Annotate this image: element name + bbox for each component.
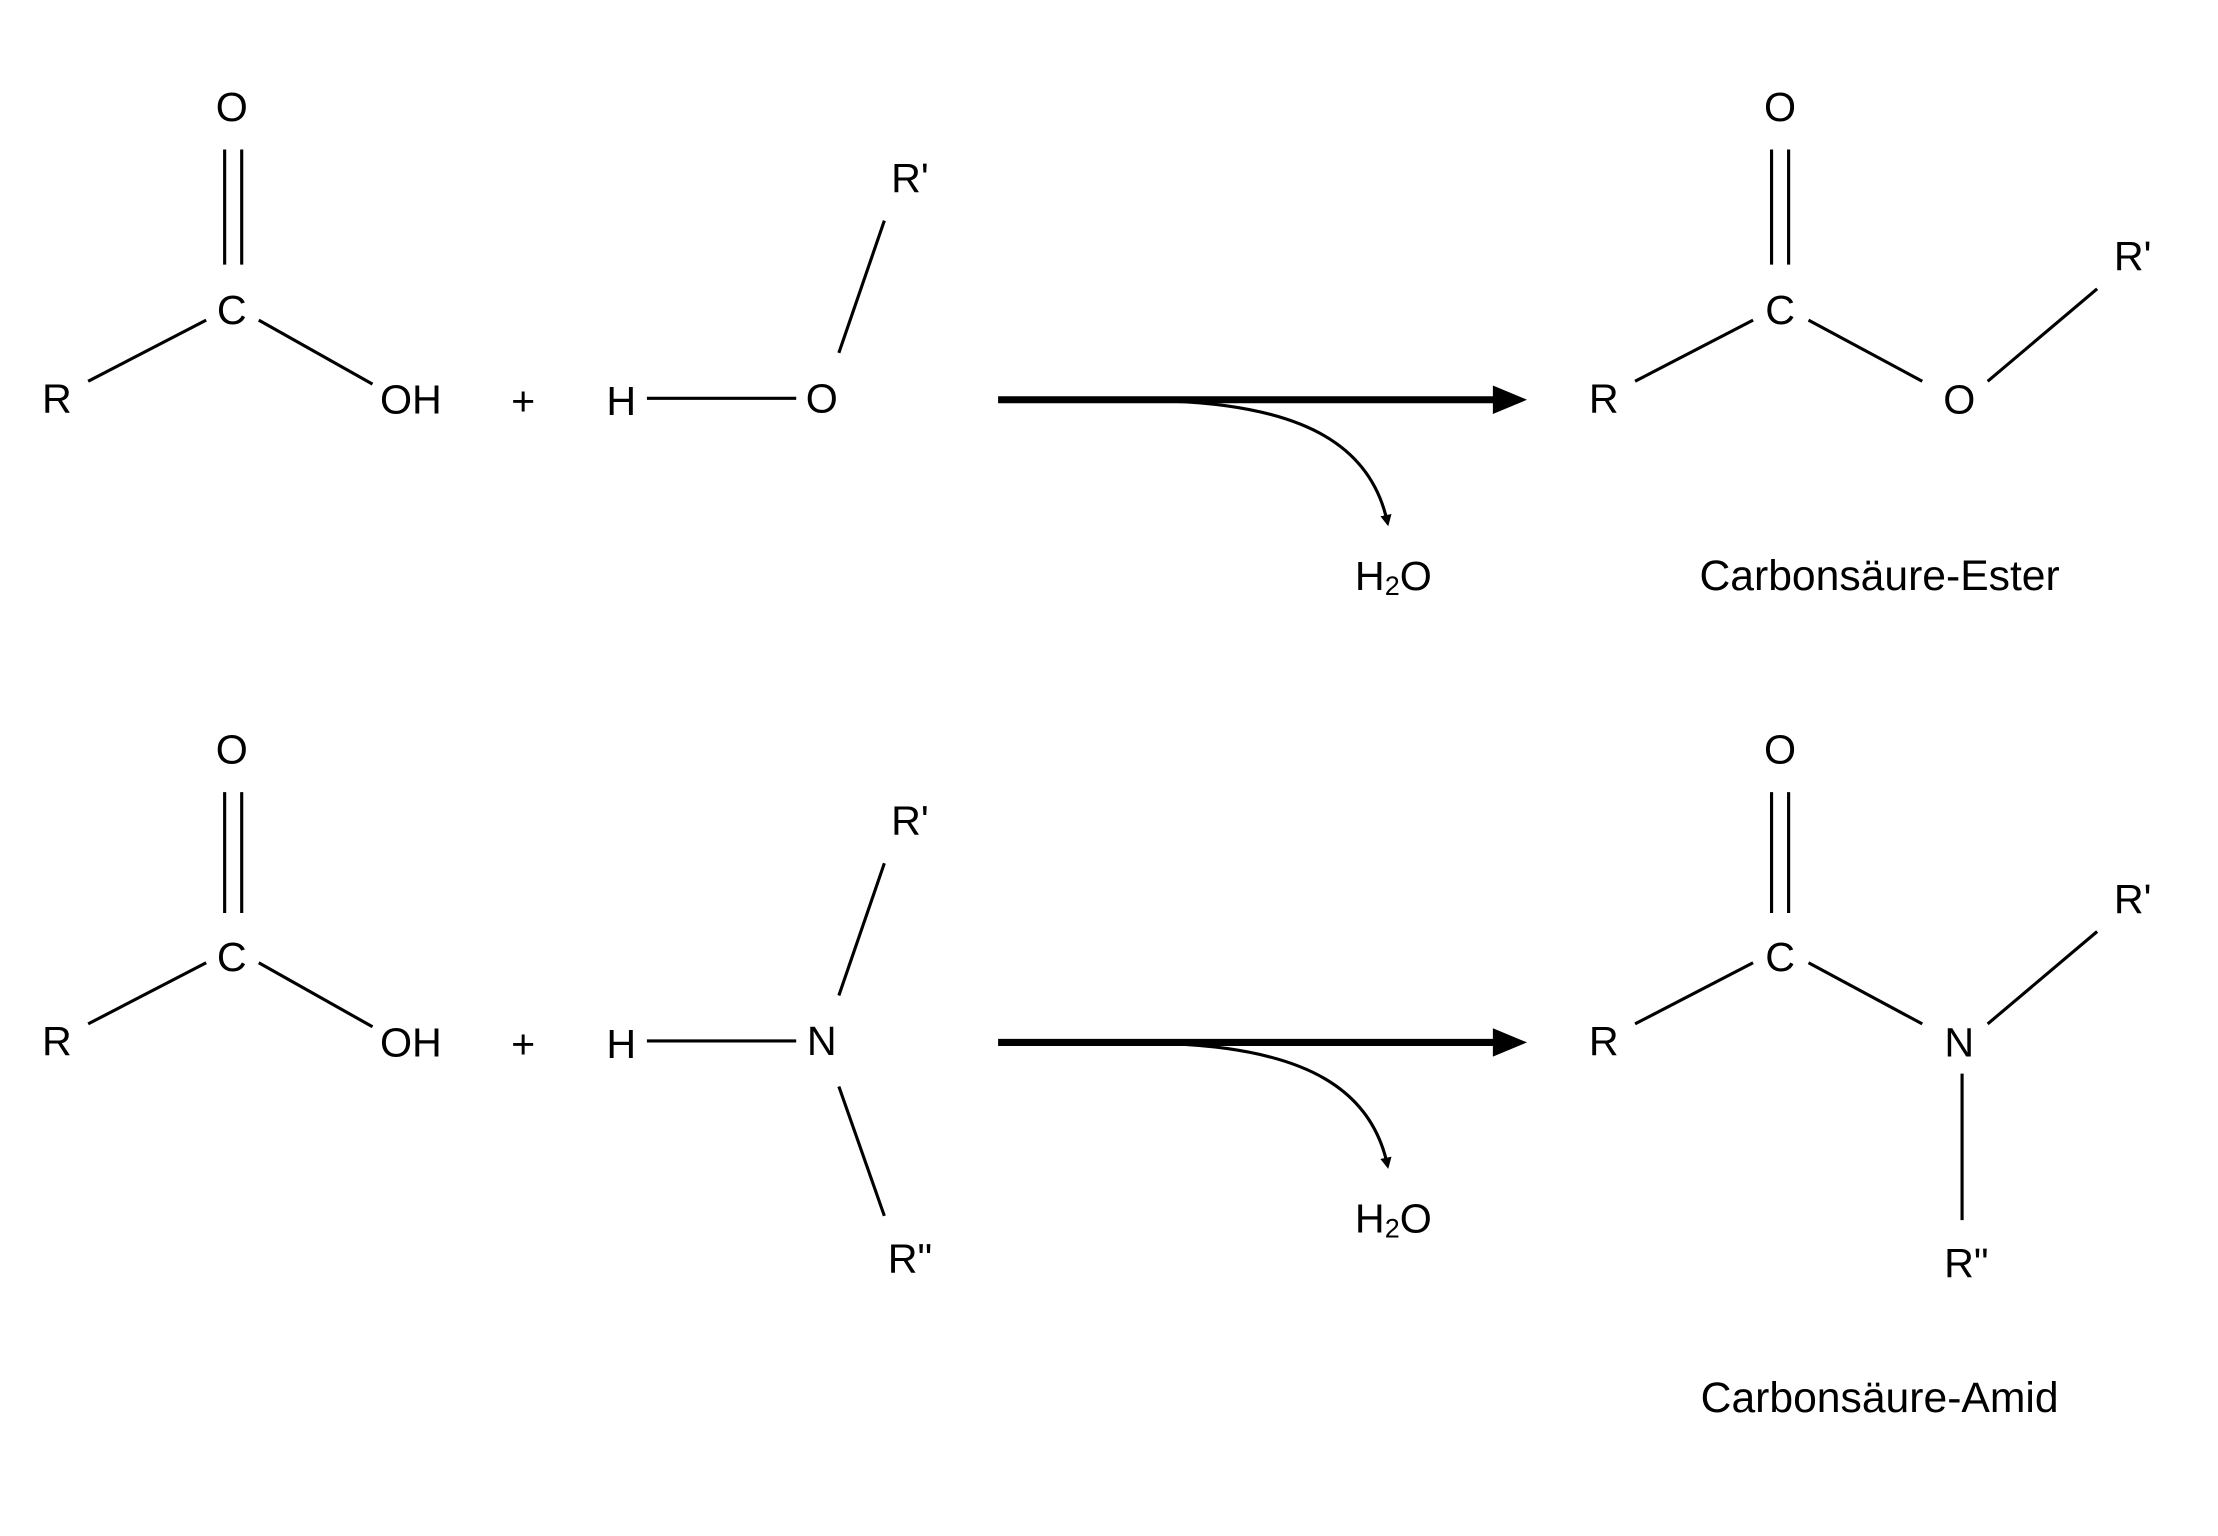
atom-o-ester: O xyxy=(1943,377,1975,423)
atom-r: R xyxy=(42,1018,72,1064)
product-name: Carbonsäure-Ester xyxy=(1699,552,2059,600)
group-r-prime: R' xyxy=(891,155,929,201)
group-oh: OH xyxy=(380,1019,442,1065)
ester-product: R C O O R' xyxy=(1589,84,2152,423)
product-name: Carbonsäure-Amid xyxy=(1701,1374,2059,1422)
group-oh: OH xyxy=(380,377,442,423)
atom-c: C xyxy=(1765,287,1795,333)
alcohol: H O R' xyxy=(606,155,928,424)
group-r-prime: R' xyxy=(891,798,929,844)
atom-o: O xyxy=(216,84,248,130)
bond xyxy=(87,318,207,383)
atom-r: R xyxy=(1589,1018,1619,1064)
elimination-arrow xyxy=(1172,399,1392,527)
atom-c: C xyxy=(217,287,247,333)
atom-h: H xyxy=(606,378,636,424)
group-r-double-prime: R" xyxy=(888,1236,932,1282)
group-r-double-prime: R" xyxy=(1944,1240,1988,1286)
atom-r: R xyxy=(1589,375,1619,421)
elimination-arrow xyxy=(1172,1042,1392,1169)
bond xyxy=(257,318,374,386)
group-r-prime: R' xyxy=(2114,233,2152,279)
bond xyxy=(837,220,886,354)
plus-sign: + xyxy=(511,378,535,424)
atom-o: O xyxy=(1764,727,1796,773)
group-r-prime: R' xyxy=(2114,876,2152,922)
carboxylic-acid: R C O OH xyxy=(42,727,442,1066)
atom-o: O xyxy=(1764,84,1796,130)
amide-reaction: R C O OH + H N R' R" H2O R C O xyxy=(42,727,2152,1422)
atom-r: R xyxy=(42,375,72,421)
atom-c: C xyxy=(1765,934,1795,980)
atom-h: H xyxy=(606,1021,636,1067)
water-byproduct: H2O xyxy=(1355,1196,1432,1244)
atom-o: O xyxy=(216,727,248,773)
amide-product: R C O N R' R" xyxy=(1589,727,2152,1286)
water-byproduct: H2O xyxy=(1355,553,1432,601)
reaction-arrow xyxy=(998,385,1528,527)
carboxylic-acid: R C O OH xyxy=(42,84,442,423)
plus-sign: + xyxy=(511,1021,535,1067)
atom-n: N xyxy=(807,1018,837,1064)
ester-reaction: R C O OH + H O R' H2O R C O O R' xyxy=(42,84,2152,601)
reaction-arrow xyxy=(998,1028,1528,1169)
atom-n: N xyxy=(1944,1019,1974,1065)
amine: H N R' R" xyxy=(606,798,932,1282)
atom-c: C xyxy=(217,934,247,980)
atom-o: O xyxy=(806,375,838,421)
